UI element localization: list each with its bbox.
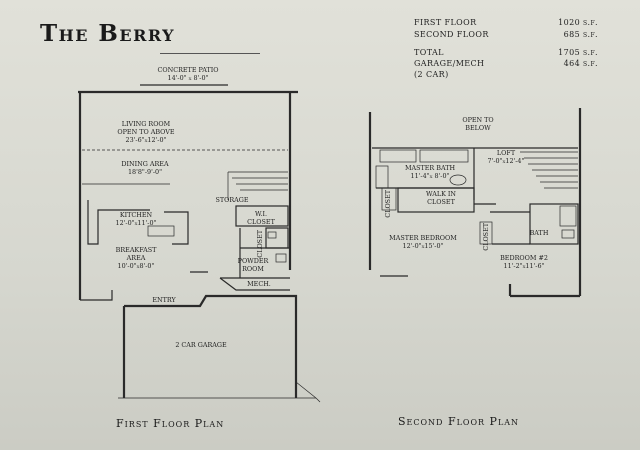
label-line: OPEN TO — [462, 116, 494, 124]
garage-wall — [124, 294, 298, 398]
loft-label: LOFT 7'-0"x12'-4" — [476, 149, 536, 165]
label-line: KITCHEN — [119, 211, 153, 219]
label-line: WALK IN — [425, 190, 457, 198]
fixture — [275, 253, 287, 263]
storage-label: STORAGE — [215, 196, 249, 204]
open-to-below-label: OPEN TO BELOW — [448, 116, 508, 132]
bath-room — [529, 203, 579, 245]
toilet — [449, 174, 467, 186]
label-line: 14'-0" x 8'-0" — [167, 74, 209, 82]
walk-in-closet-label: W.I. CLOSET — [246, 210, 276, 226]
label-line: MASTER BATH — [404, 164, 456, 172]
closet-label: CLOSET — [256, 230, 264, 258]
first-floor-plan-title: First Floor Plan — [116, 417, 225, 430]
island — [147, 225, 175, 237]
label-line: 11'-4"x 8'-0" — [410, 172, 450, 180]
sqft-value: 685 s.f. — [563, 30, 598, 39]
plan-name: The Berry — [40, 20, 176, 47]
label-line: POWDER — [237, 257, 269, 265]
label-line: ROOM — [242, 265, 264, 273]
sqft-value: 1020 s.f. — [558, 18, 598, 27]
sqft-label: FIRST FLOOR — [414, 18, 477, 27]
label-line: AREA — [126, 254, 146, 262]
counter — [87, 200, 150, 245]
label-line: CLOSET — [427, 198, 455, 206]
kitchen-label: KITCHEN 12'-0"x11'-0" — [96, 211, 176, 227]
closet-label: CLOSET — [482, 223, 490, 251]
sqft-value: 464 s.f. — [563, 59, 598, 68]
first-floor-walls — [78, 84, 321, 403]
label-line: 18'8"-9'-0" — [127, 168, 163, 176]
sqft-label: GARAGE/MECH — [414, 59, 485, 68]
label-line: 11'-2"x11'-6" — [503, 262, 545, 270]
tub — [559, 205, 577, 227]
title-underline — [160, 53, 260, 54]
second-floor-walls — [368, 108, 582, 298]
breakfast-area-label: BREAKFAST AREA 10'-0"x8'-0" — [96, 246, 176, 270]
bedroom-2-label: BEDROOM #2 11'-2"x11'-6" — [494, 254, 554, 270]
second-floor-plan-title: Second Floor Plan — [398, 415, 520, 428]
label-line: DINING AREA — [121, 160, 169, 168]
bath-counter — [379, 149, 417, 163]
sink — [561, 229, 575, 239]
label-line: 23'-6"x12'-0" — [125, 136, 167, 144]
powder-room-label: POWDER ROOM — [236, 257, 270, 273]
bath-label: BATH — [529, 229, 549, 237]
garage-corner — [315, 397, 321, 403]
label-line: LIVING ROOM — [121, 120, 171, 128]
dining-area-label: DINING AREA 18'8"-9'-0" — [100, 160, 190, 176]
master-bedroom-label: MASTER BEDROOM 12'-0"x15'-0" — [378, 234, 468, 250]
bath-counter — [419, 149, 469, 163]
sqft-label: TOTAL — [414, 48, 444, 57]
closet-label: CLOSET — [384, 190, 392, 218]
label-line: OPEN TO ABOVE — [117, 128, 175, 136]
closet — [235, 205, 289, 227]
label-line: BEDROOM #2 — [500, 254, 548, 262]
closet — [381, 187, 397, 211]
master-bath-label: MASTER BATH 11'-4"x 8'-0" — [392, 164, 468, 180]
label-line: 12'-0"x15'-0" — [402, 242, 444, 250]
label-line: BELOW — [465, 124, 491, 132]
label-line: CONCRETE PATIO — [157, 66, 219, 74]
mech-label: MECH. — [247, 280, 271, 288]
entry-label: ENTRY — [152, 296, 176, 304]
sqft-label: SECOND FLOOR — [414, 30, 489, 39]
garage-label: 2 CAR GARAGE — [175, 341, 227, 349]
label-line: 10'-0"x8'-0" — [117, 262, 155, 270]
closet — [397, 187, 475, 213]
label-line: LOFT — [496, 149, 516, 157]
label-line: 12'-0"x11'-0" — [115, 219, 157, 227]
label-line: W.I. — [254, 210, 268, 218]
garage-corner — [295, 381, 317, 399]
sqft-label: (2 CAR) — [414, 70, 449, 79]
living-room-label: LIVING ROOM OPEN TO ABOVE 23'-6"x12'-0" — [96, 120, 196, 144]
closet — [479, 221, 493, 245]
patio-label: CONCRETE PATIO 14'-0" x 8'-0" — [148, 66, 228, 82]
wall — [219, 277, 290, 291]
label-line: BREAKFAST — [115, 246, 157, 254]
sqft-value: 1705 s.f. — [558, 48, 598, 57]
wall — [80, 290, 113, 301]
counter — [164, 211, 189, 245]
walk-in-closet-label: WALK IN CLOSET — [416, 190, 466, 206]
label-line: MASTER BEDROOM — [389, 234, 457, 242]
tub — [375, 165, 389, 189]
label-line: 7'-0"x12'-4" — [487, 157, 525, 165]
fixture — [267, 231, 277, 239]
label-line: CLOSET — [247, 218, 275, 226]
